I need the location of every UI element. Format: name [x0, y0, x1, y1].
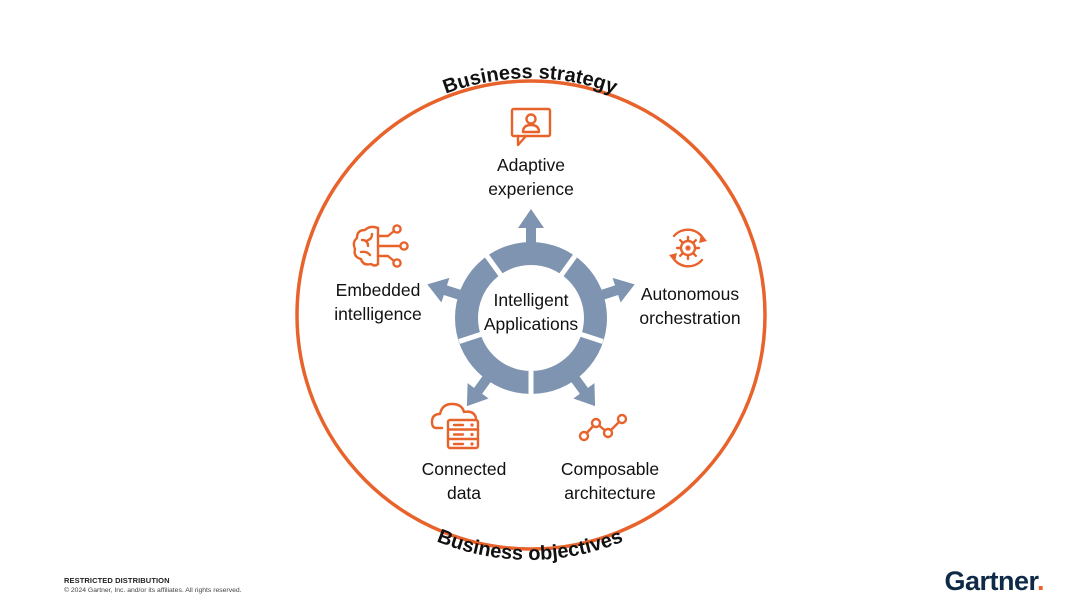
wheel-gap — [484, 254, 503, 277]
logo-text: Gartner — [944, 566, 1037, 596]
arrow-adaptive-experience — [518, 209, 544, 247]
capability-label-line1: Composable — [560, 459, 660, 479]
node-network-icon — [576, 411, 634, 445]
capability-composable-architecture: Composable architecture — [540, 457, 680, 505]
cloud-server-icon — [430, 398, 486, 452]
presentation-user-icon — [508, 104, 554, 150]
center-label-line1: Intelligent — [493, 290, 569, 310]
arrow-embedded-intelligence — [427, 277, 466, 303]
outer-ring — [295, 79, 767, 551]
gear-cycle-icon — [664, 224, 712, 272]
center-label-line2: Applications — [483, 314, 579, 334]
restricted-distribution-label: RESTRICTED DISTRIBUTION — [64, 576, 170, 585]
capability-label-line2: data — [446, 483, 482, 503]
center-label: Intelligent Applications — [471, 288, 591, 336]
capability-connected-data: Connected data — [394, 457, 534, 505]
intelligent-applications-wheel — [427, 209, 635, 407]
capability-label-line2: orchestration — [639, 308, 741, 328]
capability-label-line1: Autonomous — [640, 284, 740, 304]
gartner-logo: Gartner. — [944, 566, 1044, 597]
capability-label-line1: Embedded — [335, 280, 421, 300]
logo-dot: . — [1036, 566, 1045, 596]
capability-label-line1: Connected — [421, 459, 507, 479]
business-objectives-label: Business objectives — [434, 525, 625, 565]
arrow-composable-architecture — [568, 372, 596, 407]
wheel-gap — [559, 254, 578, 277]
wheel-gaps — [458, 254, 604, 394]
arrow-connected-data — [466, 372, 494, 407]
brain-circuit-icon — [350, 222, 412, 270]
wheel-ring — [455, 242, 607, 394]
arrow-autonomous-orchestration — [596, 277, 635, 303]
capability-label-line2: experience — [488, 179, 574, 199]
capability-embedded-intelligence: Embedded intelligence — [308, 278, 448, 326]
business-strategy-label: Business strategy — [440, 61, 621, 99]
copyright-text: © 2024 Gartner, Inc. and/or its affiliat… — [64, 587, 242, 594]
capability-autonomous-orchestration: Autonomous orchestration — [620, 282, 760, 330]
wheel-gap — [580, 332, 604, 344]
capability-label-line1: Adaptive — [496, 155, 566, 175]
capability-label-line2: architecture — [564, 483, 656, 503]
wheel-gap — [458, 332, 482, 344]
capability-adaptive-experience: Adaptive experience — [456, 153, 606, 201]
capability-label-line2: intelligence — [334, 304, 422, 324]
